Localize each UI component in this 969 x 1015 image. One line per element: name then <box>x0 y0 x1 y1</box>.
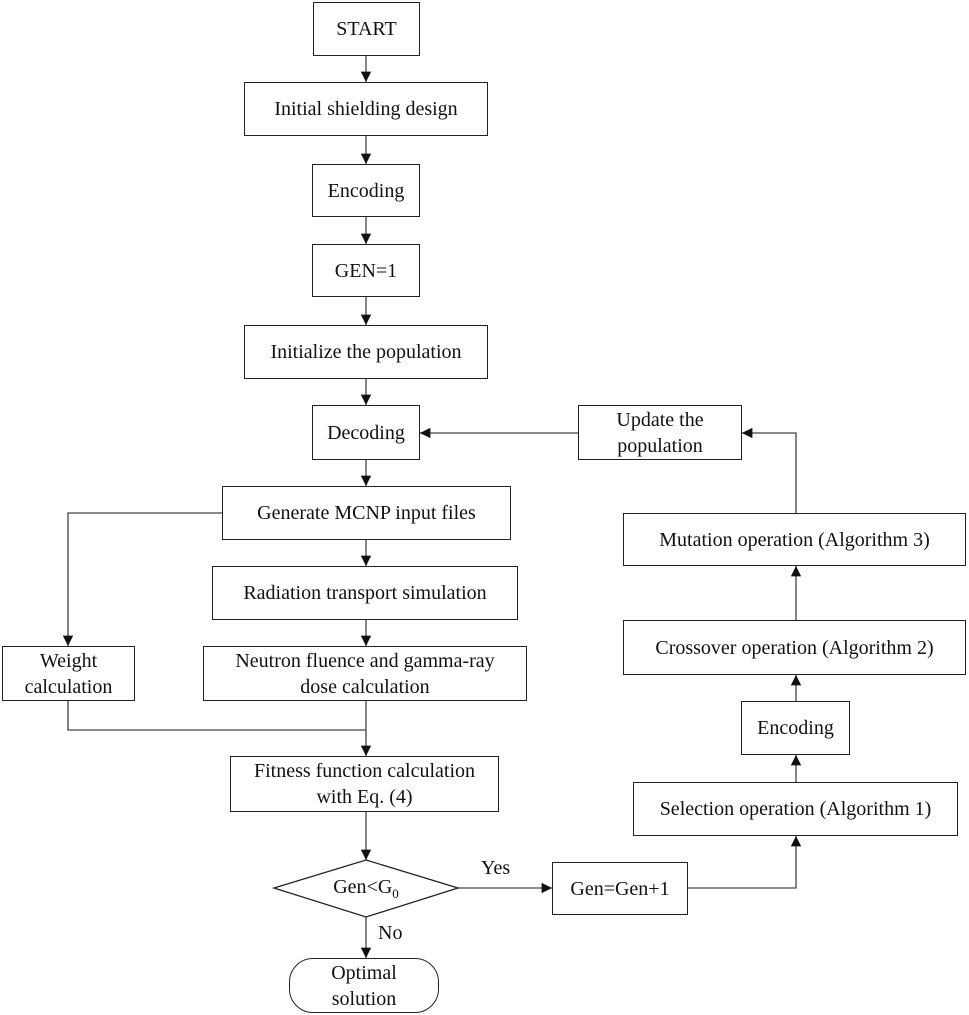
update-population-line1: Update the <box>616 408 704 431</box>
gen-increment-node: Gen=Gen+1 <box>552 862 688 915</box>
initial-shielding-design-node: Initial shielding design <box>244 82 488 136</box>
weight-calculation-line2: calculation <box>24 675 113 698</box>
edge-mcnp-to-weight <box>62 512 222 646</box>
mutation-operation-node: Mutation operation (Algorithm 3) <box>623 513 966 566</box>
decision-diamond-shape <box>271 859 461 918</box>
weight-calculation-node: Weight calculation <box>2 646 135 701</box>
start-label: START <box>336 18 397 40</box>
decoding-label: Decoding <box>327 421 405 444</box>
neutron-dose-node: Neutron fluence and gamma-ray dose calcu… <box>203 646 527 701</box>
selection-operation-label: Selection operation (Algorithm 1) <box>659 798 932 820</box>
fitness-function-label: Fitness function calculation with Eq. (4… <box>254 758 475 810</box>
update-population-line2: population <box>617 434 703 457</box>
decision-label: Gen<G0 <box>333 876 399 902</box>
edge-weight-to-merge <box>67 701 366 731</box>
edge-mutation-to-update <box>742 427 797 513</box>
decision-label-subscript: 0 <box>392 885 399 901</box>
fitness-function-line1: Fitness function calculation <box>253 760 476 782</box>
optimal-solution-line1: Optimal <box>331 961 397 984</box>
encoding-label-main: Encoding <box>327 179 405 202</box>
encoding-node-right: Encoding <box>741 701 850 755</box>
decision-label-base: Gen<G <box>333 875 393 898</box>
generate-mcnp-label: Generate MCNP input files <box>257 502 476 524</box>
neutron-dose-label: Neutron fluence and gamma-ray dose calcu… <box>235 648 494 700</box>
mutation-operation-label: Mutation operation (Algorithm 3) <box>659 528 930 551</box>
initialize-population-label: Initialize the population <box>270 341 462 363</box>
neutron-dose-line2: dose calculation <box>300 675 430 698</box>
optimal-solution-node: Optimal solution <box>289 958 439 1013</box>
edge-genplus-to-selection <box>688 836 802 889</box>
weight-calculation-label: Weight calculation <box>25 648 113 700</box>
radiation-transport-node: Radiation transport simulation <box>212 566 518 620</box>
decoding-node: Decoding <box>312 405 420 460</box>
update-population-node: Update the population <box>578 405 742 460</box>
decision-node: Gen<G0 <box>274 860 458 917</box>
yes-edge-label: Yes <box>481 857 511 879</box>
crossover-operation-node: Crossover operation (Algorithm 2) <box>623 620 966 675</box>
radiation-transport-label: Radiation transport simulation <box>243 582 487 604</box>
gen-init-label: GEN=1 <box>334 259 398 282</box>
initial-shielding-design-label: Initial shielding design <box>274 98 458 120</box>
no-edge-label: No <box>378 922 403 944</box>
gen-increment-label: Gen=Gen+1 <box>570 877 670 900</box>
selection-operation-node: Selection operation (Algorithm 1) <box>633 782 958 836</box>
update-population-label: Update the population <box>616 407 703 459</box>
fitness-function-node: Fitness function calculation with Eq. (4… <box>230 756 499 812</box>
crossover-operation-label: Crossover operation (Algorithm 2) <box>655 636 934 659</box>
start-node: START <box>313 2 420 56</box>
fitness-function-line2: with Eq. (4) <box>316 786 413 808</box>
generate-mcnp-node: Generate MCNP input files <box>222 486 511 540</box>
initialize-population-node: Initialize the population <box>244 325 488 379</box>
neutron-dose-line1: Neutron fluence and gamma-ray <box>235 649 495 672</box>
encoding-node-main: Encoding <box>312 164 420 217</box>
weight-calculation-line1: Weight <box>39 649 98 672</box>
optimal-solution-label: Optimal solution <box>331 960 397 1012</box>
optimal-solution-line2: solution <box>331 987 397 1010</box>
encoding-label-right: Encoding <box>757 717 834 739</box>
gen-init-node: GEN=1 <box>312 244 420 297</box>
